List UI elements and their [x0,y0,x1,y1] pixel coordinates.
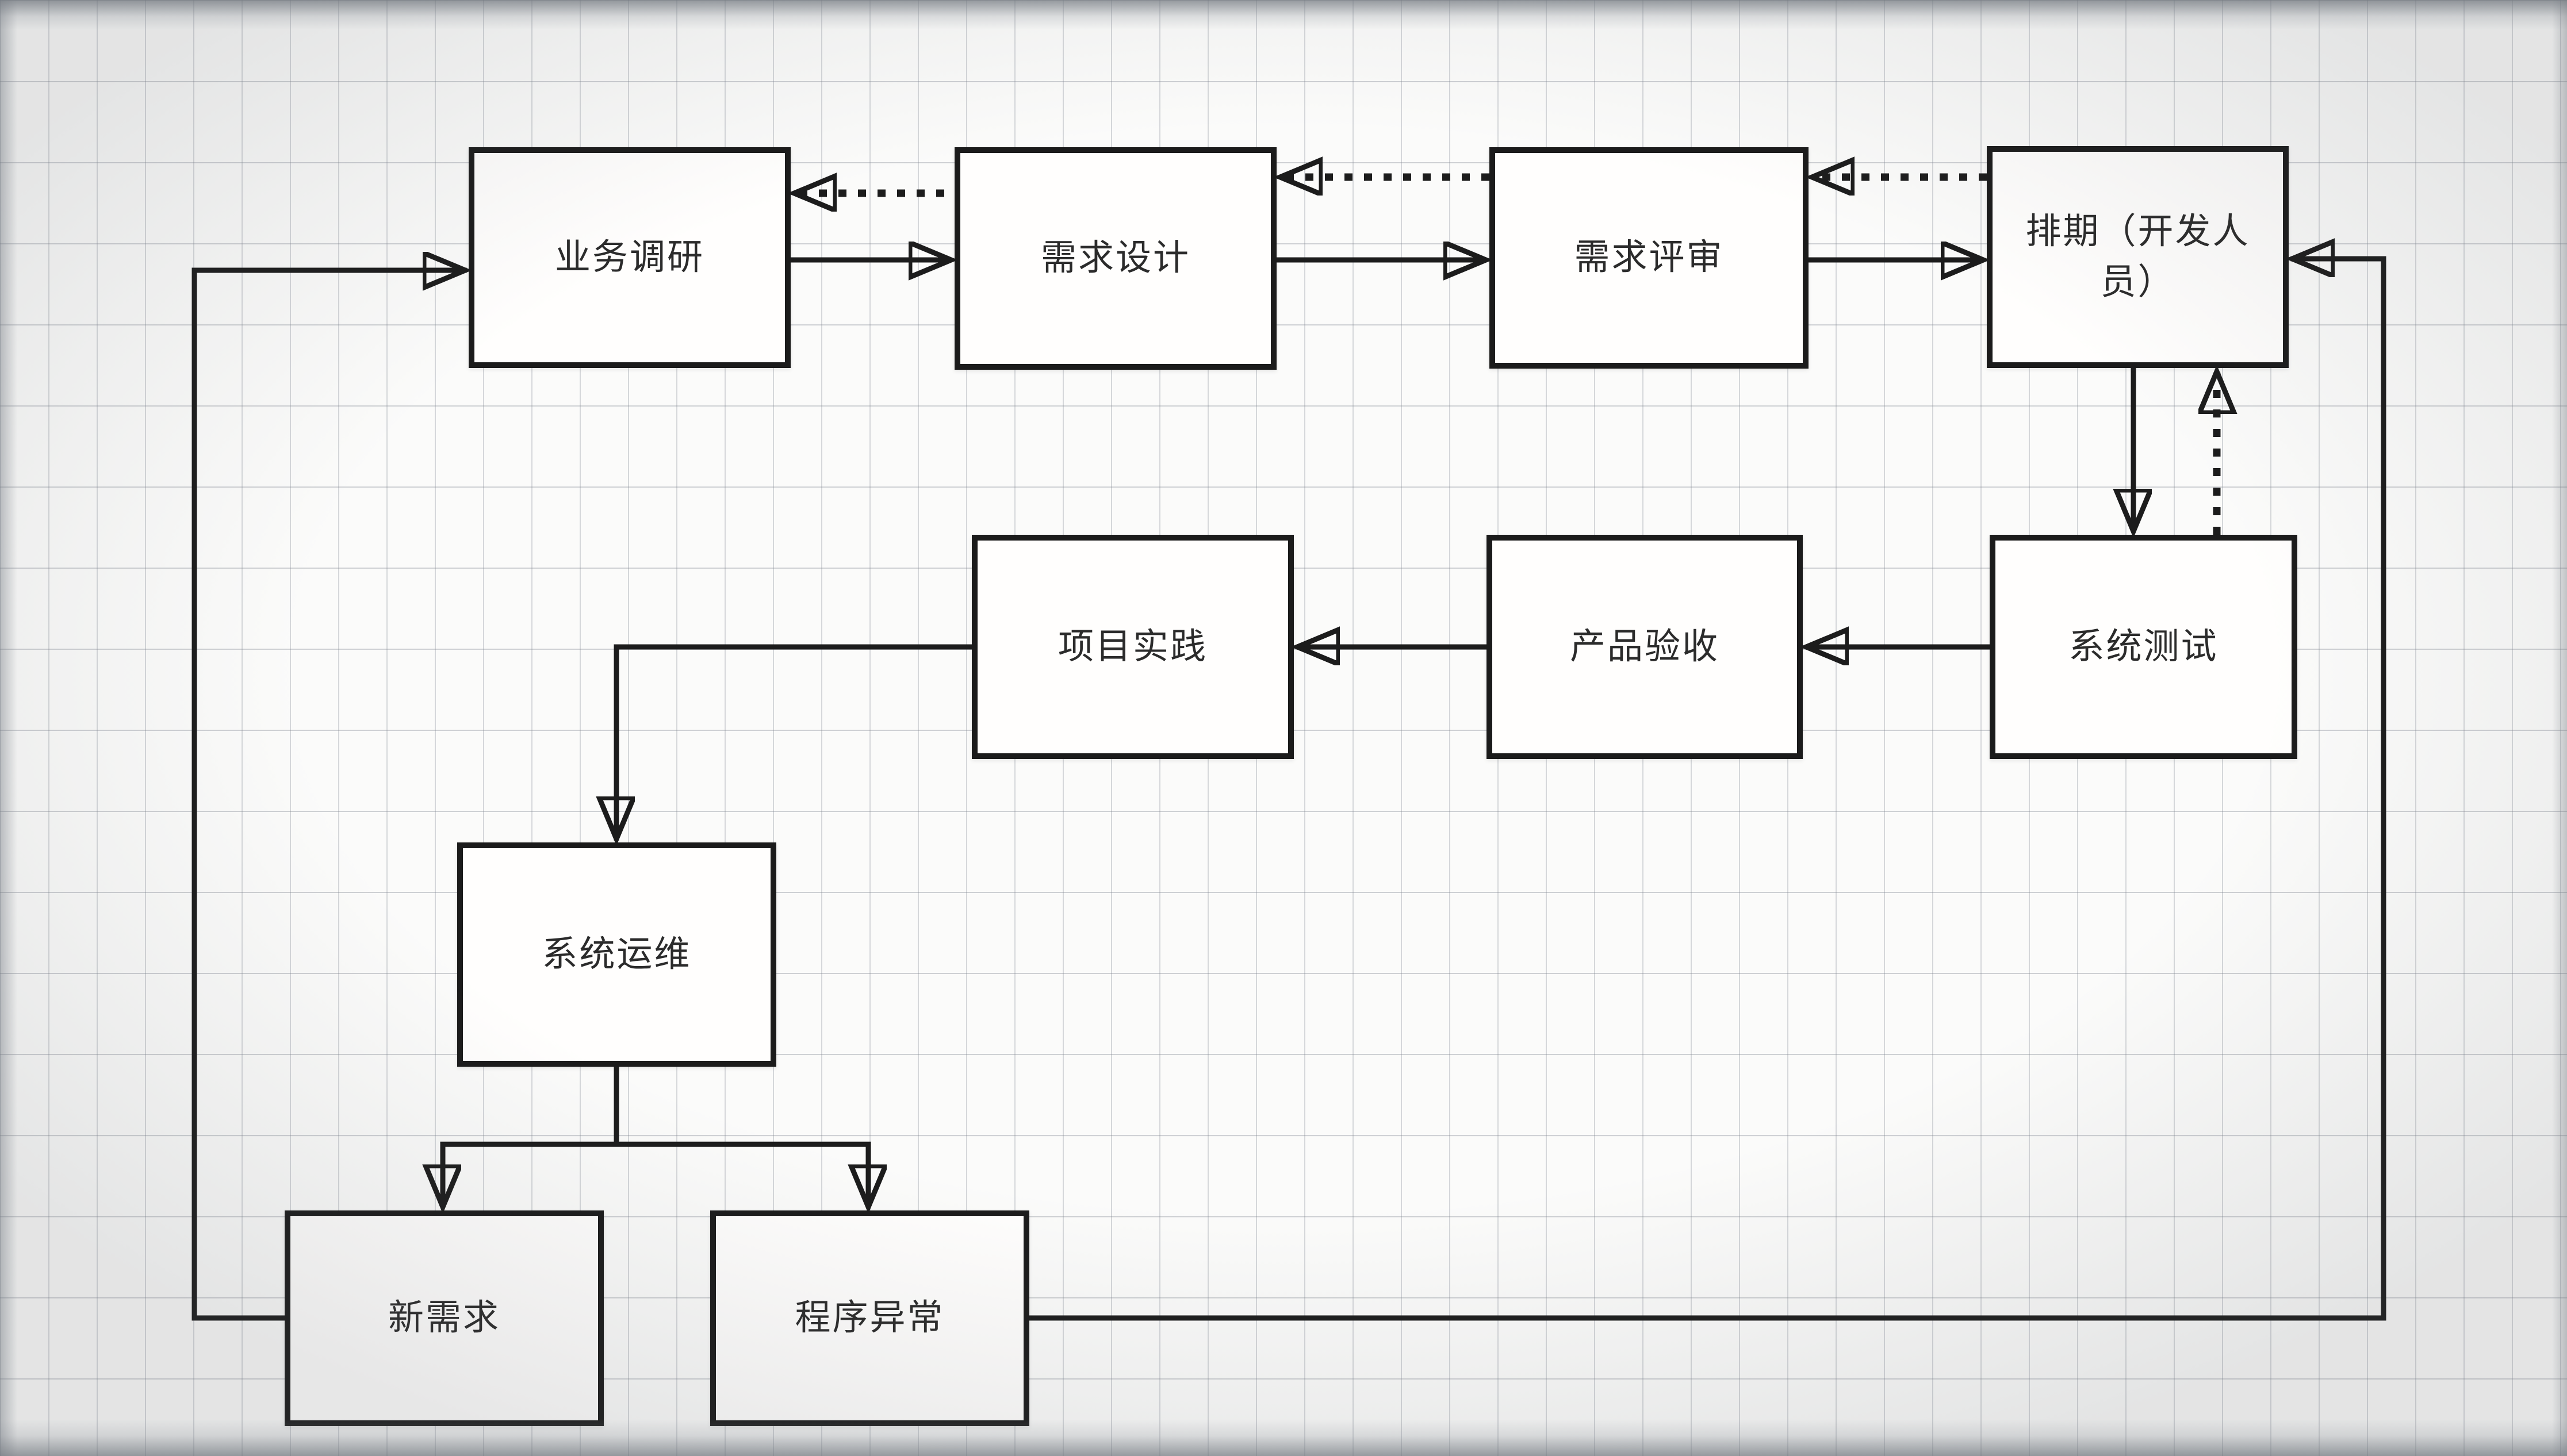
edge-newreq-to-research-loop [191,270,464,1321]
node-project-practice[interactable]: 项目实践 [972,535,1294,759]
node-program-exception[interactable]: 程序异常 [710,1210,1029,1426]
node-product-acceptance-label: 产品验收 [1569,626,1719,666]
node-product-acceptance[interactable]: 产品验收 [1486,535,1803,759]
node-project-practice-label: 项目实践 [1058,626,1208,666]
node-requirements-review[interactable]: 需求评审 [1489,147,1809,369]
node-system-operations[interactable]: 系统运维 [457,842,776,1067]
edge-practice-to-operations-line [616,644,975,838]
node-new-requirements-label: 新需求 [388,1298,500,1338]
node-new-requirements[interactable]: 新需求 [285,1210,604,1426]
node-requirements-review-label: 需求评审 [1574,237,1724,278]
node-scheduling-label: 排期（开发人员） [2025,211,2250,302]
node-business-research-label: 业务调研 [554,237,704,277]
edge-exception-to-schedule-loop [1026,259,2386,1321]
node-business-research[interactable]: 业务调研 [469,147,791,368]
node-system-testing-label: 系统测试 [2068,626,2219,666]
node-requirements-design[interactable]: 需求设计 [955,147,1277,370]
node-program-exception-label: 程序异常 [795,1298,945,1338]
node-scheduling[interactable]: 排期（开发人员） [1987,146,2289,368]
node-system-operations-label: 系统运维 [542,934,692,974]
node-system-testing[interactable]: 系统测试 [1990,535,2297,759]
node-requirements-design-label: 需求设计 [1040,238,1190,278]
